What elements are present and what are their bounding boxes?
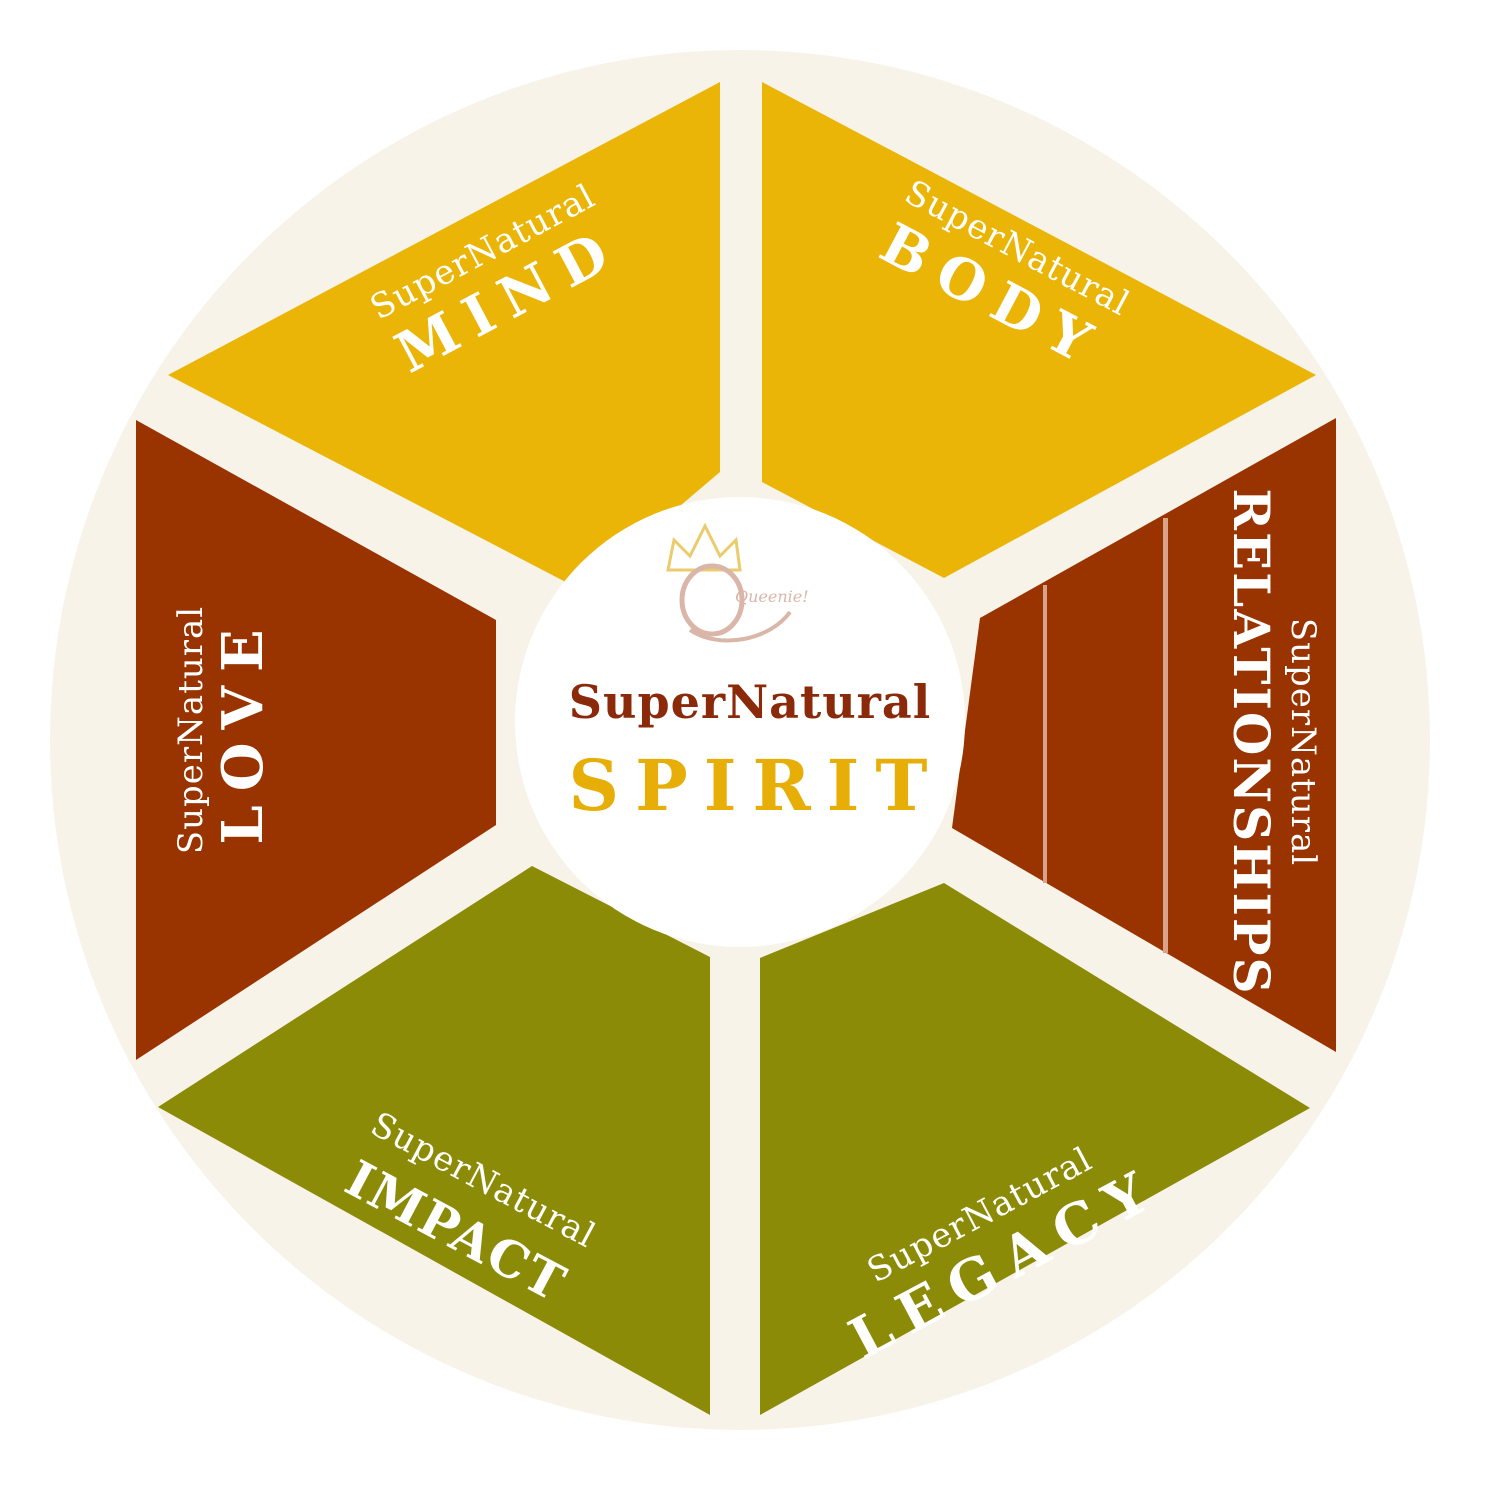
label-love-small: SuperNatural [171, 606, 211, 854]
segment-love [136, 420, 496, 1060]
label-relationships-big: RELATIONSHIPS [1222, 488, 1281, 995]
relationships-stripe [1043, 585, 1047, 883]
relationships-stripe [1163, 518, 1168, 953]
label-relationships: SuperNatural RELATIONSHIPS [1222, 488, 1323, 995]
logo-text: Queenie! [735, 587, 809, 606]
segment-mind [168, 82, 720, 590]
label-relationships-small: SuperNatural [1283, 618, 1323, 866]
q-letter-icon [679, 563, 745, 637]
logo-swash-icon [688, 610, 792, 643]
center-subtitle: SPIRIT [569, 744, 944, 827]
segment-legacy [760, 883, 1310, 1415]
queenie-logo: Queenie! [666, 522, 809, 643]
segment-impact [158, 866, 710, 1415]
segment-relationships [952, 418, 1336, 1052]
label-love-big: LOVE [210, 615, 276, 844]
segment-body [762, 82, 1316, 578]
label-love: SuperNatural LOVE [171, 606, 276, 854]
crown-icon [666, 522, 742, 572]
center-title: SuperNatural [569, 675, 931, 729]
center-circle [515, 497, 965, 947]
